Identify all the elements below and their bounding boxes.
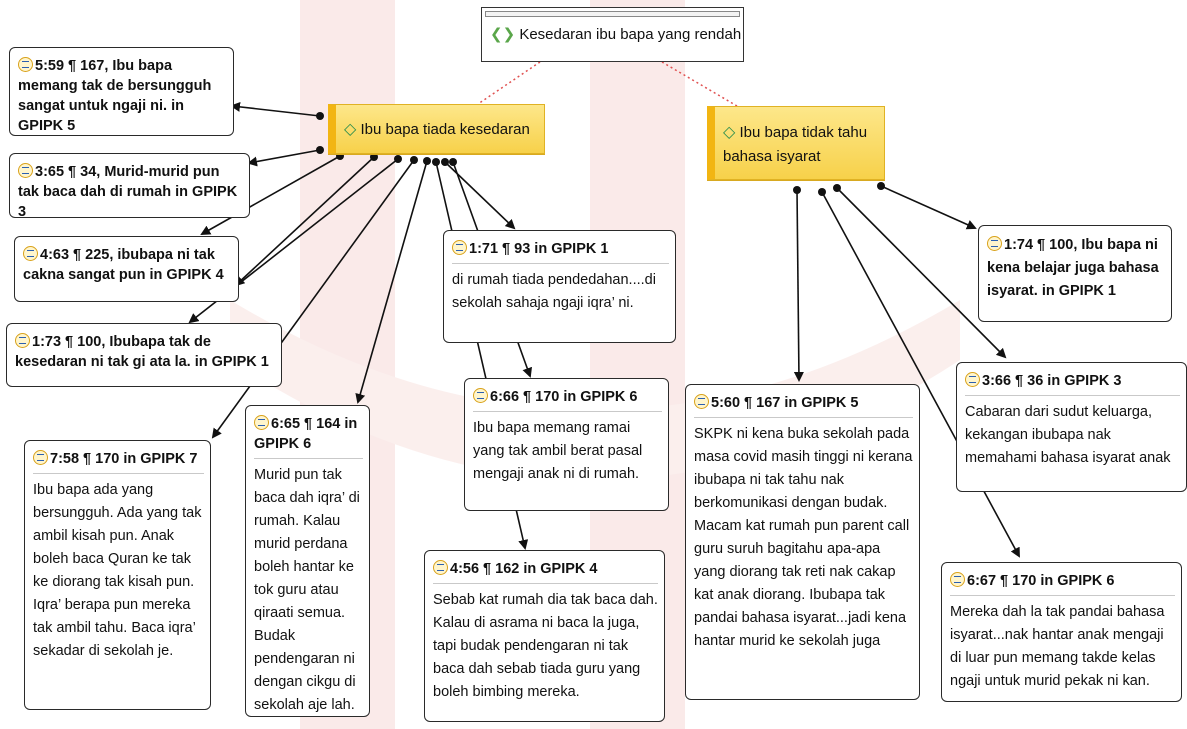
quotation-icon [15, 333, 30, 348]
code-label: Ibu bapa tiada kesedaran [360, 121, 530, 138]
quotation-icon [965, 372, 980, 387]
separator [473, 411, 662, 412]
separator [965, 395, 1180, 396]
quotation-icon [433, 560, 448, 575]
separator [254, 458, 363, 459]
quote-head: 3:66 ¶ 36 in GPIPK 3 [982, 373, 1122, 389]
quote-node-1-71[interactable]: 1:71 ¶ 93 in GPIPK 1 di rumah tiada pend… [443, 230, 676, 343]
root-link-left [477, 61, 541, 105]
separator [33, 473, 204, 474]
quotation-icon [950, 572, 965, 587]
quotation-icon [452, 240, 467, 255]
quote-body: Sebab kat rumah dia tak baca dah. Kalau … [433, 592, 658, 700]
separator [950, 595, 1175, 596]
quote-head: 4:63 ¶ 225, ibubapa ni tak cakna sangat … [23, 247, 224, 283]
quote-head: 6:67 ¶ 170 in GPIPK 6 [967, 573, 1115, 589]
quote-node-1-73[interactable]: 1:73 ¶ 100, Ibubapa tak de kesedaran ni … [6, 323, 282, 387]
quote-node-4-56[interactable]: 4:56 ¶ 162 in GPIPK 4 Sebab kat rumah di… [424, 550, 665, 722]
root-node[interactable]: ❮❯ Kesedaran ibu bapa yang rendah [481, 7, 744, 62]
quote-node-3-66[interactable]: 3:66 ¶ 36 in GPIPK 3 Cabaran dari sudut … [956, 362, 1187, 492]
separator [433, 583, 658, 584]
root-label: Kesedaran ibu bapa yang rendah [519, 26, 742, 43]
quote-body: SKPK ni kena buka sekolah pada masa covi… [694, 426, 913, 649]
separator [694, 417, 913, 418]
quote-node-1-74[interactable]: 1:74 ¶ 100, Ibu bapa ni kena belajar jug… [978, 225, 1172, 322]
quote-body: di rumah tiada pendedahan....di sekolah … [452, 272, 656, 311]
quote-head: 3:65 ¶ 34, Murid-murid pun tak baca dah … [18, 164, 238, 220]
code-diamond-icon: ◇ [344, 121, 357, 138]
quote-head: 1:71 ¶ 93 in GPIPK 1 [469, 241, 609, 257]
quote-head: 7:58 ¶ 170 in GPIPK 7 [50, 451, 198, 467]
code-label: Ibu bapa tidak tahu bahasa isyarat [723, 124, 868, 165]
quote-head: 1:74 ¶ 100, Ibu bapa ni kena belajar jug… [987, 237, 1159, 299]
quotation-icon [694, 394, 709, 409]
quote-head: 5:59 ¶ 167, Ibu bapa memang tak de bersu… [18, 58, 212, 134]
quote-body: Murid pun tak baca dah iqra’ di rumah. K… [254, 467, 360, 713]
quotation-icon [33, 450, 48, 465]
quote-node-7-58[interactable]: 7:58 ¶ 170 in GPIPK 7 Ibu bapa ada yang … [24, 440, 211, 710]
quote-node-6-66[interactable]: 6:66 ¶ 170 in GPIPK 6 Ibu bapa memang ra… [464, 378, 669, 511]
separator [452, 263, 669, 264]
quote-node-5-60[interactable]: 5:60 ¶ 167 in GPIPK 5 SKPK ni kena buka … [685, 384, 920, 700]
quote-head: 1:73 ¶ 100, Ibubapa tak de kesedaran ni … [15, 334, 269, 370]
quotation-icon [254, 415, 269, 430]
quote-body: Mereka dah la tak pandai bahasa isyarat.… [950, 604, 1165, 689]
quote-body: Ibu bapa ada yang bersungguh. Ada yang t… [33, 482, 202, 659]
quote-body: Cabaran dari sudut keluarga, kekangan ib… [965, 404, 1171, 466]
quotation-icon [18, 57, 33, 72]
quotation-icon [23, 246, 38, 261]
quotation-icon [473, 388, 488, 403]
code-node-tidak-tahu-isyarat[interactable]: ◇ Ibu bapa tidak tahu bahasa isyarat [707, 106, 885, 180]
quotation-icon [987, 236, 1002, 251]
quote-body: Ibu bapa memang ramai yang tak ambil ber… [473, 420, 643, 482]
quote-head: 5:60 ¶ 167 in GPIPK 5 [711, 395, 859, 411]
quote-head: 4:56 ¶ 162 in GPIPK 4 [450, 561, 598, 577]
quote-node-3-65[interactable]: 3:65 ¶ 34, Murid-murid pun tak baca dah … [9, 153, 250, 220]
quote-node-5-59[interactable]: 5:59 ¶ 167, Ibu bapa memang tak de bersu… [9, 47, 234, 136]
relation-icon: ❮❯ [490, 26, 516, 43]
root-link-right [661, 61, 738, 107]
root-title-bar [485, 11, 740, 17]
code-diamond-icon: ◇ [723, 124, 736, 141]
quote-head: 6:66 ¶ 170 in GPIPK 6 [490, 389, 638, 405]
quote-head: 6:65 ¶ 164 in GPIPK 6 [254, 416, 358, 452]
quote-node-6-65[interactable]: 6:65 ¶ 164 in GPIPK 6 Murid pun tak baca… [245, 405, 370, 717]
quotation-icon [18, 163, 33, 178]
code-node-tiada-kesedaran[interactable]: ◇ Ibu bapa tiada kesedaran [328, 104, 545, 154]
quote-node-6-67[interactable]: 6:67 ¶ 170 in GPIPK 6 Mereka dah la tak … [941, 562, 1182, 702]
quote-node-4-63[interactable]: 4:63 ¶ 225, ibubapa ni tak cakna sangat … [14, 236, 239, 302]
